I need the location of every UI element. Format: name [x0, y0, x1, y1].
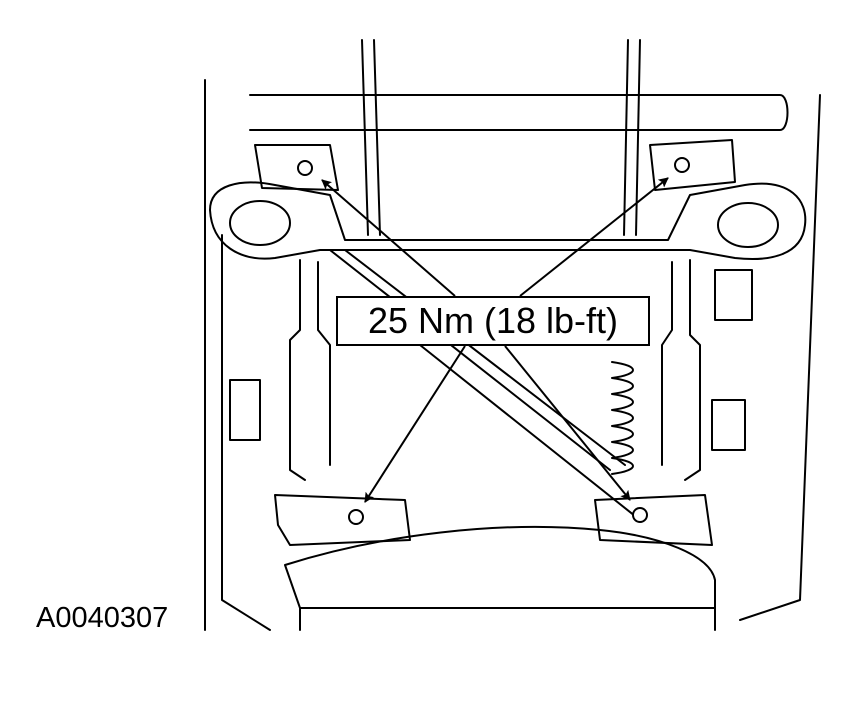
- bolts: [297, 157, 690, 525]
- seat-pan: [284, 525, 716, 609]
- headrest-post-left-b: [373, 39, 381, 236]
- bolt-lower-right: [632, 507, 648, 523]
- seat-frame-right-edge: [739, 94, 821, 621]
- figure-id-label: A0040307: [36, 602, 169, 634]
- headrest-post-left: [361, 39, 369, 236]
- torque-spec-label: 25 Nm (18 lb-ft): [336, 296, 650, 346]
- seat-pan-base: [299, 607, 716, 631]
- cross-wire-b: [344, 249, 626, 466]
- tension-spring: [611, 361, 634, 475]
- leader-arrow-upper-right: [519, 177, 669, 297]
- headrest-post-right-b: [635, 39, 641, 236]
- leader-arrow-lower-right: [504, 345, 631, 501]
- headrest-post-right: [623, 39, 629, 236]
- cross-wire-a: [329, 249, 611, 471]
- leader-arrow-lower-left: [364, 345, 466, 503]
- lower-left-bracket: [274, 494, 411, 546]
- left-ear-hole: [229, 200, 291, 246]
- bolt-lower-left: [348, 509, 364, 525]
- leader-arrow-upper-left: [321, 179, 456, 297]
- seat-frame-left-inner: [221, 234, 271, 631]
- cross-wire-c: [419, 344, 641, 521]
- top-rail: [249, 94, 789, 131]
- right-ear-hole: [717, 202, 779, 248]
- bolt-upper-left: [297, 160, 313, 176]
- bolt-upper-right: [674, 157, 690, 173]
- right-latch-lower: [711, 399, 746, 451]
- rear-cross-member: [209, 181, 807, 260]
- upper-left-bracket: [254, 144, 339, 191]
- lower-right-bracket: [594, 494, 713, 546]
- right-side-rail: [684, 259, 701, 481]
- upper-right-bracket: [649, 139, 736, 191]
- right-side-rail-inner: [661, 261, 673, 466]
- left-latch: [229, 379, 261, 441]
- right-latch: [714, 269, 753, 321]
- left-side-rail-inner: [317, 261, 331, 466]
- left-side-rail: [289, 259, 306, 481]
